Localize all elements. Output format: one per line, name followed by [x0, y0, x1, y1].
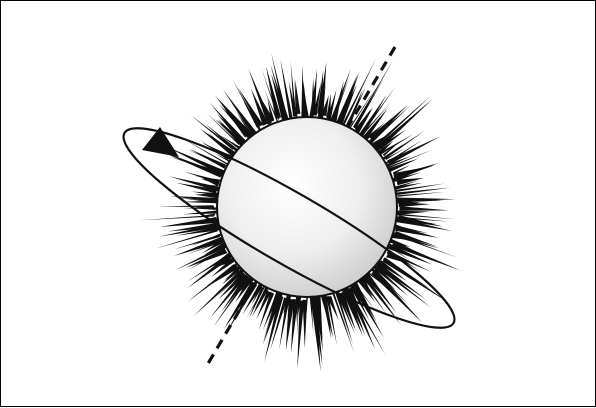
corona-ray [342, 59, 376, 126]
corona-ray [158, 205, 213, 207]
corona-ray [188, 249, 226, 271]
corona-ray [399, 206, 449, 210]
corona-ray [183, 207, 218, 210]
star-sphere [217, 117, 397, 297]
direction-arrow-icon [142, 127, 179, 157]
